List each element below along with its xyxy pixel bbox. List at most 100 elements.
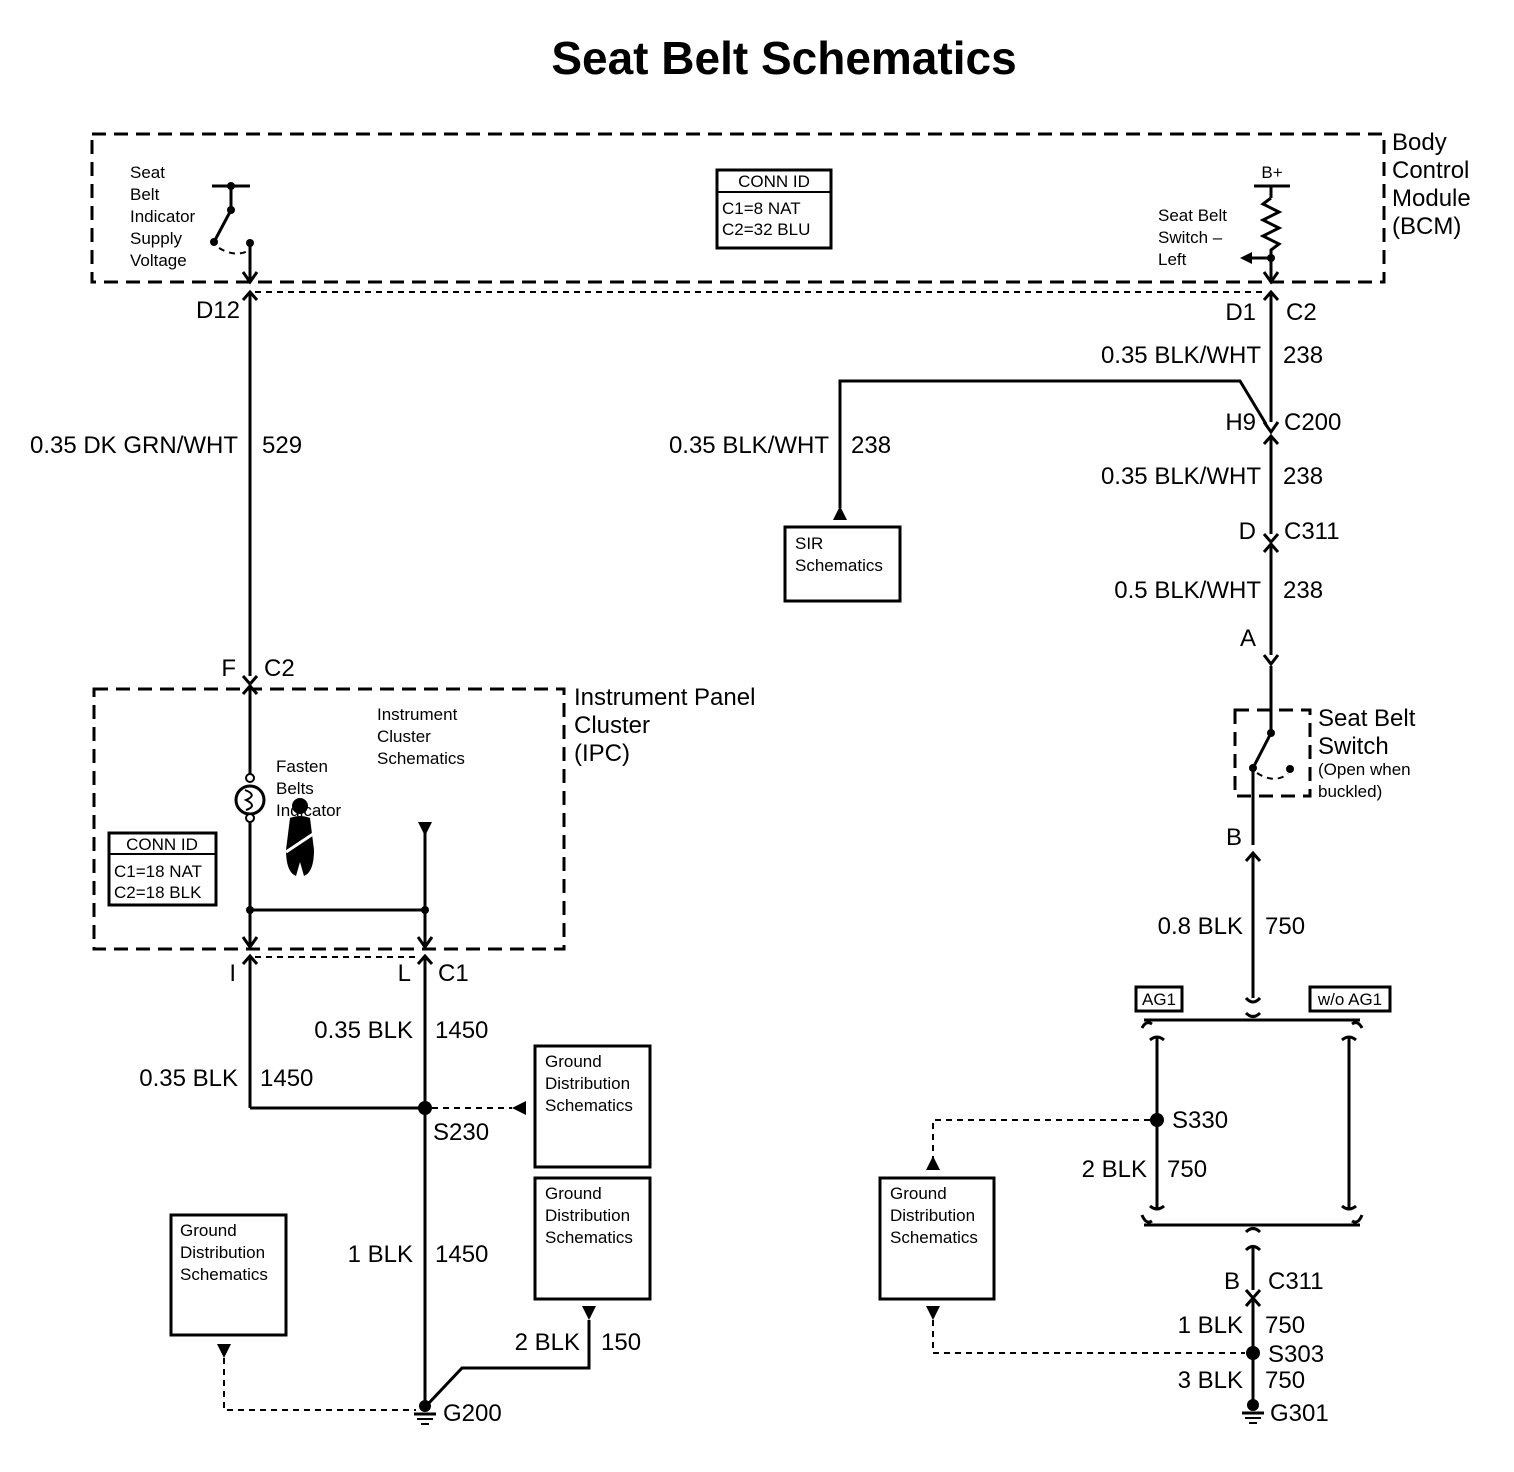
wire-150-gauge: 2 BLK: [515, 1329, 580, 1356]
wire-238sir-number: 238: [851, 432, 891, 459]
connector-c311-top: C311: [1284, 518, 1340, 545]
wire-750c-gauge: 1 BLK: [1178, 1312, 1243, 1339]
ipc-c1-connector: [241, 953, 434, 965]
ipc-name: Instrument Panel Cluster (IPC): [574, 684, 762, 767]
wire-1450a-gauge: 0.35 BLK: [314, 1017, 413, 1044]
wire-750a-number: 750: [1265, 913, 1305, 940]
wire-750d-gauge: 3 BLK: [1178, 1367, 1243, 1394]
svg-text:C2=18 BLK: C2=18 BLK: [114, 883, 202, 902]
seat-belt-switch-note: (Open when buckled): [1318, 760, 1415, 801]
wire-1450b-gauge: 0.35 BLK: [139, 1065, 238, 1092]
splice-s330-icon: [1150, 1113, 1164, 1127]
wire-238-c311-to-switch: [1262, 541, 1280, 667]
pin-i: I: [229, 960, 236, 987]
pin-l: L: [398, 960, 411, 987]
wire-238sir-gauge: 0.35 BLK/WHT: [669, 432, 829, 459]
wire-238a-gauge: 0.35 BLK/WHT: [1101, 342, 1261, 369]
arrow-from-ground-dist-3: [217, 1344, 231, 1358]
ground-g200: G200: [443, 1400, 502, 1427]
connector-c311-bottom: C311: [1268, 1268, 1324, 1295]
ipc-conn-id-box: CONN ID C1=18 NAT C2=18 BLK: [107, 831, 218, 907]
wire-529-gauge: 0.35 DK GRN/WHT: [30, 432, 238, 459]
svg-text:C1=8 NAT: C1=8 NAT: [722, 199, 801, 218]
ground-distribution-box-3: Ground Distribution Schematics: [169, 1213, 288, 1337]
seat-belt-switch-name: Seat Belt Switch: [1318, 705, 1422, 760]
bcm-conn-id-box: CONN ID C1=8 NAT C2=32 BLU: [715, 168, 833, 250]
splice-s303: S303: [1268, 1341, 1324, 1368]
svg-text:Ground Distribution: Ground Distribution Schematics: [890, 1184, 980, 1247]
wire-1450c-number: 1450: [435, 1241, 488, 1268]
wire-750a-gauge: 0.8 BLK: [1158, 913, 1243, 940]
pin-a: A: [1240, 625, 1256, 652]
seat-belt-person-icon: [285, 798, 317, 876]
pin-f: F: [221, 655, 236, 682]
pin-d-c311: D: [1239, 518, 1256, 545]
pin-c2-bcm: C2: [1286, 299, 1317, 326]
svg-text:CONN ID: CONN ID: [738, 172, 810, 191]
pin-c1: C1: [438, 960, 469, 987]
wire-1450c-gauge: 1 BLK: [348, 1241, 413, 1268]
svg-text:C1=18 NAT: C1=18 NAT: [114, 862, 202, 881]
pin-h9: H9: [1225, 409, 1256, 436]
svg-text:AG1: AG1: [1142, 990, 1176, 1009]
ipc-boundary: [92, 687, 566, 951]
wire-238c-number: 238: [1283, 577, 1323, 604]
wire-750c-number: 750: [1265, 1312, 1305, 1339]
svg-text:C2=32 BLU: C2=32 BLU: [722, 220, 810, 239]
splice-s230: S230: [433, 1119, 489, 1146]
wire-238-bcm-to-c200: [1262, 289, 1280, 435]
wire-238b-number: 238: [1283, 463, 1323, 490]
ground-g200-icon: [414, 1400, 436, 1425]
ground-distribution-box-2: Ground Distribution Schematics: [533, 1176, 652, 1301]
wire-750-c311-to-ground: [1244, 1245, 1262, 1405]
svg-text:w/o AG1: w/o AG1: [1317, 990, 1382, 1009]
bcm-bplus-label: B+: [1261, 163, 1282, 182]
wire-150-number: 150: [601, 1329, 641, 1356]
ground-distribution-box-4: Ground Distribution Schematics: [878, 1176, 996, 1301]
wire-1450-left: [248, 958, 425, 1110]
pin-d1: D1: [1225, 299, 1256, 326]
pin-c2-ipc: C2: [264, 655, 295, 682]
pin-b-switch: B: [1226, 824, 1242, 851]
wire-1450a-number: 1450: [435, 1017, 488, 1044]
bcm-switch-label: Seat Belt Switch – Left: [1158, 206, 1232, 269]
wire-750-switch-to-splice: [1244, 850, 1262, 1004]
page-title: Seat Belt Schematics: [551, 32, 1016, 84]
ipc-indicator-label: Fasten Belts Indicator: [276, 757, 342, 820]
fasten-belts-indicator-icon: [234, 784, 266, 823]
ipc-internal-wiring: [241, 683, 434, 950]
option-ag1-box: AG1: [1134, 985, 1184, 1013]
bcm-name: Body Control Module (BCM): [1392, 129, 1477, 240]
connector-c200: C200: [1284, 409, 1341, 436]
svg-text:CONN ID: CONN ID: [126, 835, 198, 854]
wire-238-sir-branch: [833, 379, 1268, 520]
svg-text:Ground Distribution: Ground Distribution Schematics: [545, 1052, 635, 1115]
wire-750b-gauge: 2 BLK: [1082, 1156, 1147, 1183]
bcm-supply-label: Seat Belt Indicator Supply Voltage: [130, 163, 200, 270]
wire-238c-gauge: 0.5 BLK/WHT: [1114, 577, 1261, 604]
splice-s303-icon: [1246, 1346, 1260, 1360]
bcm-boundary: [90, 132, 1386, 284]
wire-750d-number: 750: [1265, 1367, 1305, 1394]
wire-238-c200-to-c311: [1262, 433, 1280, 545]
ground-g301: G301: [1270, 1400, 1329, 1427]
splice-s330: S330: [1172, 1107, 1228, 1134]
bcm-pullup-resistor-icon: [1240, 184, 1290, 285]
wire-529: [241, 289, 259, 687]
arrow-to-ground-dist-1: [512, 1101, 526, 1115]
ground-distribution-box-1: Ground Distribution Schematics: [533, 1044, 652, 1169]
wire-750b-number: 750: [1167, 1156, 1207, 1183]
seat-belt-switch-boundary: [1233, 708, 1312, 798]
sir-schematics-box: SIR Schematics: [783, 525, 902, 603]
pin-b-c311: B: [1224, 1268, 1240, 1295]
wire-238b-gauge: 0.35 BLK/WHT: [1101, 463, 1261, 490]
svg-text:SIR Schematics: SIR Schematics: [795, 534, 883, 575]
bcm-supply-switch-icon: [210, 182, 259, 285]
ipc-schematics-label: Instrument Cluster Schematics: [377, 705, 465, 768]
option-bracket-top: [1140, 1011, 1364, 1029]
ground-g301-icon: [1242, 1399, 1264, 1424]
wire-529-number: 529: [262, 432, 302, 459]
arrow-from-ground-dist-4: [926, 1306, 940, 1320]
wire-238a-number: 238: [1283, 342, 1323, 369]
